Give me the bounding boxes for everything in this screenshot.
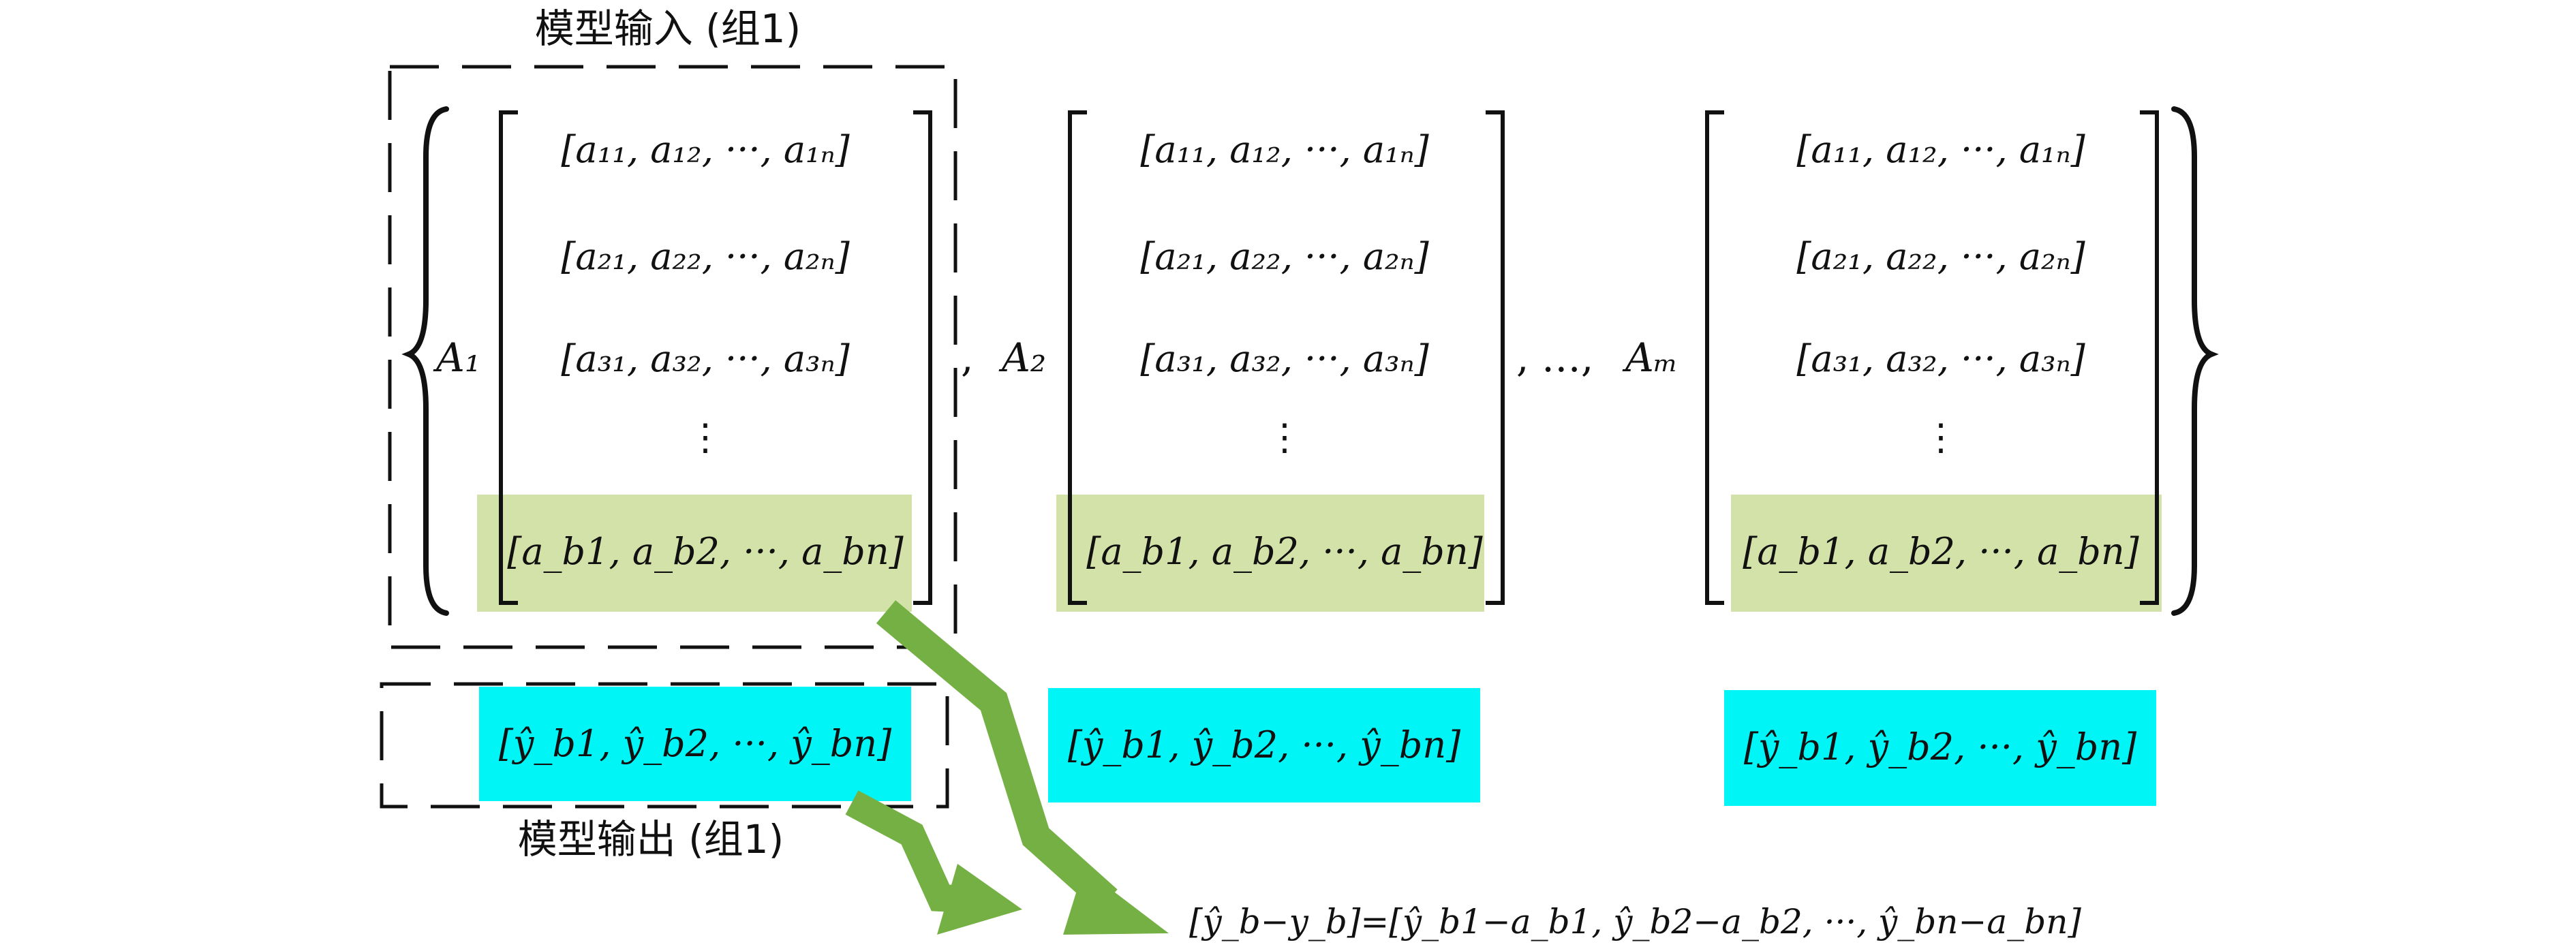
output-text-2: [ŷ_b1, ŷ_b2, ···, ŷ_bn] bbox=[1068, 723, 1461, 766]
output-box-1 bbox=[479, 687, 911, 801]
matrix-row-ellipsis: ⋮ bbox=[687, 416, 724, 458]
matrix-row: [a₁₁, a₁₂, ···, a₁ₙ] bbox=[1796, 128, 2085, 171]
matrix-1-name: A₁ bbox=[433, 334, 480, 381]
output-group-label: 模型输出 (组1) bbox=[518, 816, 784, 862]
matrix-row: [a₂₁, a₂₂, ···, a₂ₙ] bbox=[561, 235, 850, 278]
matrix-row: [a₂₁, a₂₂, ···, a₂ₙ] bbox=[1140, 235, 1429, 278]
matrix-2-brackets bbox=[1068, 110, 1505, 605]
matrix-row: [a₁₁, a₁₂, ···, a₁ₙ] bbox=[1140, 128, 1429, 171]
separator-ellipsis: , …, bbox=[1516, 334, 1593, 381]
arrow-from-input-row bbox=[876, 600, 1169, 935]
matrix-row-highlighted: [a_b1, a_b2, ···, a_bn] bbox=[1743, 530, 2139, 573]
output-group-box bbox=[380, 682, 949, 809]
highlight-row-3 bbox=[1731, 495, 2162, 612]
matrix-row: [a₃₁, a₃₂, ···, a₃ₙ] bbox=[561, 337, 850, 380]
output-text-3: [ŷ_b1, ŷ_b2, ···, ŷ_bn] bbox=[1744, 726, 2137, 768]
left-curly-brace bbox=[401, 106, 449, 616]
highlight-row-1 bbox=[477, 495, 912, 612]
matrix-1: [a₁₁, a₁₂, ···, a₁ₙ] [a₂₁, a₂₂, ···, a₂ₙ… bbox=[507, 128, 904, 573]
matrix-row-ellipsis: ⋮ bbox=[1266, 416, 1303, 458]
matrix-row: [a₁₁, a₁₂, ···, a₁ₙ] bbox=[561, 128, 850, 171]
matrix-row-highlighted: [a_b1, a_b2, ···, a_bn] bbox=[507, 530, 904, 573]
matrix-3-brackets bbox=[1705, 110, 2159, 605]
matrix-3-name: Aₘ bbox=[1622, 334, 1678, 381]
separator-comma: , bbox=[961, 334, 973, 381]
highlight-row-2 bbox=[1056, 495, 1484, 612]
matrix-1-brackets bbox=[499, 110, 932, 605]
difference-formula: [ŷ_b−y_b]=[ŷ_b1−a_b1, ŷ_b2−a_b2, ···, ŷ_… bbox=[1189, 902, 2081, 941]
matrix-row: [a₃₁, a₃₂, ···, a₃ₙ] bbox=[1140, 337, 1429, 380]
right-curly-brace bbox=[2171, 106, 2219, 616]
arrow-from-output-row bbox=[845, 790, 1022, 935]
output-text-1: [ŷ_b1, ŷ_b2, ···, ŷ_bn] bbox=[499, 722, 892, 765]
matrix-3: [a₁₁, a₁₂, ···, a₁ₙ] [a₂₁, a₂₂, ···, a₂ₙ… bbox=[1743, 128, 2139, 573]
matrix-2: [a₁₁, a₁₂, ···, a₁ₙ] [a₂₁, a₂₂, ···, a₂ₙ… bbox=[1086, 128, 1483, 573]
matrix-row: [a₂₁, a₂₂, ···, a₂ₙ] bbox=[1796, 235, 2085, 278]
output-box-3 bbox=[1724, 690, 2156, 806]
matrix-row: [a₃₁, a₃₂, ···, a₃ₙ] bbox=[1796, 337, 2085, 380]
matrix-row-highlighted: [a_b1, a_b2, ···, a_bn] bbox=[1086, 530, 1483, 573]
matrix-2-name: A₂ bbox=[998, 334, 1046, 381]
output-box-2 bbox=[1048, 688, 1480, 802]
input-group-label: 模型输入 (组1) bbox=[535, 5, 801, 52]
matrix-row-ellipsis: ⋮ bbox=[1922, 416, 1959, 458]
